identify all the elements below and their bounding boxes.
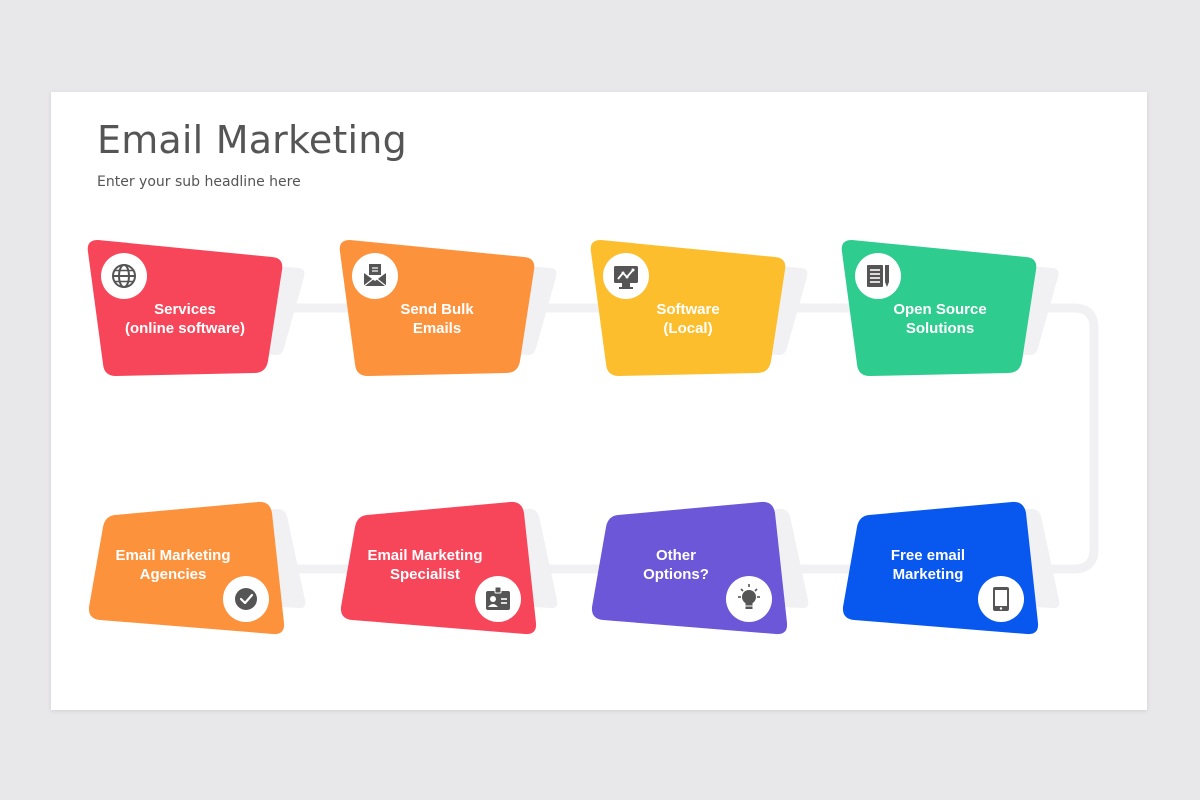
- connector-path: [180, 303, 1099, 574]
- card-label-line: Emails: [412, 320, 462, 337]
- card-label-line: Marketing: [892, 566, 964, 583]
- card-label-line: Email Marketing: [367, 547, 483, 564]
- lightbulb-icon: [726, 576, 772, 622]
- card-label-free: Free email Marketing: [853, 546, 1003, 584]
- card-label-send-bulk: Send Bulk Emails: [362, 300, 512, 338]
- card-label-software: Software (Local): [613, 300, 763, 338]
- slide-subtitle: Enter your sub headline here: [97, 174, 301, 190]
- card-label-line: (online software): [124, 320, 245, 337]
- card-label-line: Agencies: [139, 566, 207, 583]
- monitor-chart-icon: [603, 253, 649, 299]
- envelope-icon: [352, 253, 398, 299]
- card-label-line: Services: [154, 301, 216, 318]
- card-label-line: Other: [655, 547, 696, 564]
- card-label-line: Email Marketing: [115, 547, 231, 564]
- card-label-line: Specialist: [389, 566, 461, 583]
- card-label-specialist: Email Marketing Specialist: [350, 546, 500, 584]
- id-badge-icon: [475, 576, 521, 622]
- card-label-line: Software: [656, 301, 720, 318]
- card-label-open-source: Open Source Solutions: [865, 300, 1015, 338]
- card-label-line: Options?: [643, 566, 709, 583]
- card-label-other: Other Options?: [601, 546, 751, 584]
- globe-icon: [101, 253, 147, 299]
- card-label-line: (Local): [663, 320, 713, 337]
- card-label-agencies: Email Marketing Agencies: [98, 546, 248, 584]
- card-label-line: Free email: [890, 547, 966, 564]
- check-circle-icon: [223, 576, 269, 622]
- card-label-line: Send Bulk: [400, 301, 474, 318]
- card-label-line: Open Source: [893, 301, 987, 318]
- document-pen-icon: [855, 253, 901, 299]
- card-label-line: Solutions: [905, 320, 975, 337]
- slide-title: Email Marketing: [97, 118, 407, 162]
- card-label-services: Services (online software): [110, 300, 260, 338]
- tablet-icon: [978, 576, 1024, 622]
